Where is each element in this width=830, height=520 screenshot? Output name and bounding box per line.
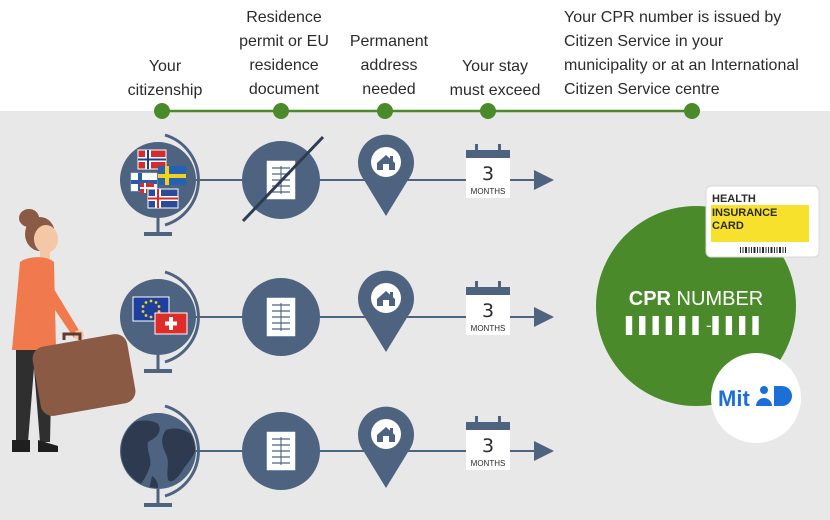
- timeline-dot: [273, 103, 289, 119]
- card-line1: HEALTH: [712, 193, 756, 205]
- globe-nordic-icon: [120, 133, 200, 236]
- globe-eu-icon: [120, 270, 200, 373]
- header-line: permit or EU: [239, 33, 329, 50]
- calendar-unit: MONTHS: [471, 324, 506, 333]
- header-residence: Residence permit or EU residence documen…: [225, 6, 343, 102]
- timeline-dot: [377, 103, 393, 119]
- header-line: address: [360, 57, 418, 74]
- header-line: Your: [148, 58, 182, 75]
- header-line: Permanent: [349, 33, 429, 50]
- cpr-title-rest: NUMBER: [671, 288, 763, 310]
- barcode-icon: [740, 247, 786, 253]
- timeline-dot: [154, 103, 170, 119]
- card-line3: CARD: [712, 220, 744, 232]
- timeline-dot: [480, 103, 496, 119]
- calendar-icon: 3 MONTHS: [466, 281, 510, 335]
- calendar-number: 3: [482, 435, 494, 457]
- calendar-number: 3: [482, 163, 494, 185]
- header-line: residence: [249, 57, 319, 74]
- residence-document-crossed-icon: [241, 135, 325, 223]
- mitid-text: Mit: [718, 386, 750, 411]
- health-insurance-card: HEALTH INSURANCE CARD: [705, 185, 820, 258]
- timeline-dot: [684, 103, 700, 119]
- address-pin-icon: [358, 134, 414, 216]
- cpr-title-bold: CPR: [629, 288, 672, 310]
- header-line: municipality or at an International: [564, 57, 799, 74]
- header-cpr-issued: Your CPR number is issued by Citizen Ser…: [564, 6, 828, 102]
- header-stay: Your stay must exceed: [440, 55, 550, 103]
- header-line: document: [248, 81, 320, 98]
- header-line: Your CPR number is issued by: [564, 9, 782, 26]
- calendar-number: 3: [482, 300, 494, 322]
- header-line: Your stay: [461, 58, 529, 75]
- residence-document-icon: [242, 412, 320, 490]
- calendar-unit: MONTHS: [471, 459, 506, 468]
- calendar-icon: 3 MONTHS: [466, 416, 510, 470]
- header-line: must exceed: [449, 82, 541, 99]
- card-line2: INSURANCE: [712, 207, 777, 219]
- address-pin-icon: [358, 270, 414, 352]
- header-line: Citizen Service in your: [564, 33, 724, 50]
- calendar-unit: MONTHS: [471, 187, 506, 196]
- header-line: Citizen Service centre: [564, 81, 720, 98]
- header-citizenship: Your citizenship: [110, 55, 220, 103]
- residence-document-icon: [242, 278, 320, 356]
- header-line: citizenship: [127, 82, 203, 99]
- cpr-title: CPR NUMBER: [629, 288, 763, 310]
- calendar-icon: 3 MONTHS: [466, 144, 510, 198]
- mitid-logo: Mit: [711, 353, 801, 443]
- traveler-illustration: [12, 209, 136, 452]
- address-pin-icon: [358, 406, 414, 488]
- header-line: Residence: [246, 9, 322, 26]
- globe-world-icon: [120, 404, 200, 507]
- cpr-masked-number: ▌▌▌▌▌▌-▌▌▌▌: [625, 315, 766, 335]
- header-line: needed: [362, 81, 416, 98]
- header-address: Permanent address needed: [340, 30, 438, 102]
